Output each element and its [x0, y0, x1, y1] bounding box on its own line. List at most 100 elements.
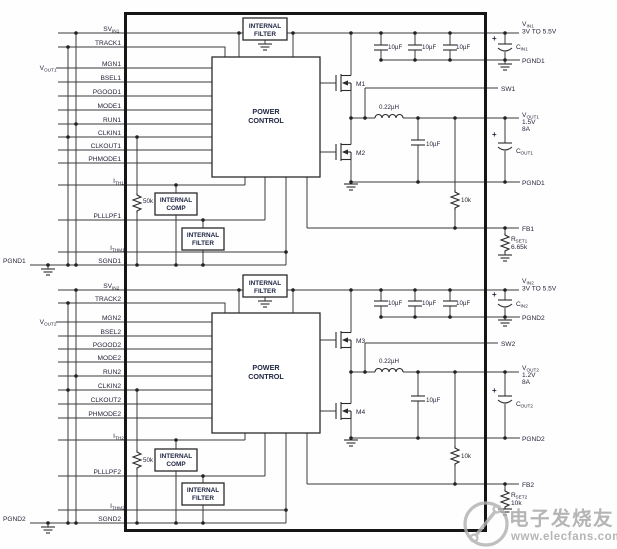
- cap-value: 10µF: [388, 300, 402, 307]
- vin2-range: 3V TO 5.5V: [522, 286, 557, 293]
- vout2-label: V: [522, 365, 527, 372]
- ground-symbol: [257, 43, 273, 51]
- junction-dot: [416, 116, 420, 120]
- pin-label: PGOOD2: [93, 342, 122, 349]
- junction-dot: [349, 370, 353, 374]
- input-cap: [407, 300, 423, 307]
- pin-label: SV: [103, 26, 112, 33]
- block-label: FILTER: [192, 495, 214, 502]
- block-label: FILTER: [254, 288, 276, 295]
- internal-filter-block-top2: INTERNAL FILTER: [242, 274, 288, 298]
- pin-label: CLKOUT2: [91, 397, 122, 404]
- watermark-logo-icon: [492, 504, 502, 514]
- junction-dot: [174, 438, 178, 442]
- input-cap: [407, 44, 423, 51]
- junction-dot: [503, 370, 507, 374]
- junction-dot: [284, 508, 288, 512]
- pgnd1-in-label: PGND1: [522, 58, 545, 65]
- pgnd2-label: PGND2: [3, 516, 26, 523]
- inductor-l2: [374, 367, 404, 373]
- mosfet-m3: [335, 330, 352, 350]
- mosfet-m2: [335, 142, 352, 162]
- junction-dot: [174, 263, 178, 267]
- resistor-value: 10k: [461, 197, 472, 204]
- inductor-value: 0.22µH: [379, 104, 399, 111]
- cap-value: 10µF: [422, 300, 436, 307]
- feedback-10k-resistor: [450, 189, 460, 211]
- cap-value: 10µF: [426, 141, 440, 148]
- vout1-label-sub: OUT1: [527, 115, 540, 120]
- junction-dot: [201, 218, 205, 222]
- input-cap: [442, 44, 458, 51]
- junction-dot: [174, 521, 178, 525]
- junction-dots-ch2: [46, 288, 507, 525]
- junction-dot: [135, 263, 139, 267]
- junction-dot: [74, 122, 78, 126]
- watermark-logo-icon: [463, 501, 509, 547]
- block-label: POWER: [252, 363, 280, 372]
- cap-value: 10µF: [388, 44, 402, 51]
- polarity-plus: +: [492, 290, 497, 299]
- vout1-current: 8A: [522, 126, 531, 133]
- junction-dot: [379, 288, 383, 292]
- pin-label: CLKIN2: [98, 383, 121, 390]
- junction-dot: [349, 436, 353, 440]
- block-label: CONTROL: [248, 116, 284, 125]
- channel-1-wires: [30, 32, 520, 269]
- mosfet-label: M1: [356, 81, 365, 88]
- pin-label: I: [113, 178, 115, 185]
- cap-value: 10µF: [456, 300, 470, 307]
- cout2-label-sub: OUT2: [521, 404, 534, 409]
- rset2-label-sub: SET2: [516, 495, 528, 500]
- junction-dot: [74, 288, 78, 292]
- fb2-label: FB2: [522, 482, 534, 489]
- junction-dot: [503, 31, 507, 35]
- cap-value: 10µF: [426, 397, 440, 404]
- resistor-value: 10k: [461, 453, 472, 460]
- channel-1: [30, 31, 520, 276]
- output-cap: [410, 139, 426, 146]
- junction-dot: [503, 288, 507, 292]
- cin2-cap: [497, 299, 513, 308]
- junction-dot: [453, 482, 457, 486]
- vout1-label: V: [522, 112, 527, 119]
- junction-dot: [46, 263, 50, 267]
- cap-value: 10µF: [456, 44, 470, 51]
- junction-dot: [237, 31, 241, 35]
- internal-comp-block-1: INTERNAL COMP: [154, 192, 198, 216]
- channel-1-labels: SV IN1 TRACK1 MGN1 BSEL1 PGOOD1 MODE1 RU…: [3, 21, 557, 265]
- channel-2: [30, 288, 520, 534]
- junction-dot: [66, 521, 70, 525]
- junction-dot: [291, 31, 295, 35]
- polarity-plus: +: [492, 386, 497, 395]
- ground-symbol: [497, 63, 513, 71]
- ground-symbol: [497, 319, 513, 327]
- block-label: INTERNAL: [187, 232, 219, 239]
- pin-label: I: [110, 245, 112, 252]
- vin1-range: 3V TO 5.5V: [522, 29, 557, 36]
- internal-comp-block-2: INTERNAL COMP: [154, 448, 198, 472]
- ground-symbol: [497, 254, 513, 262]
- cout1-label-sub: OUT1: [521, 151, 534, 156]
- pin-label: BSEL1: [100, 75, 121, 82]
- watermark-brand: 电子发烧友: [509, 507, 614, 530]
- pin-label: CLKIN1: [98, 130, 121, 137]
- junction-dot: [74, 521, 78, 525]
- rset1-label-sub: SET1: [516, 239, 528, 244]
- internal-filter-block-mid1: INTERNAL FILTER: [181, 227, 225, 251]
- junction-dot: [453, 226, 457, 230]
- junction-dot: [413, 31, 417, 35]
- vout2-voltage: 1.2V: [522, 372, 536, 379]
- vin1-label: V: [522, 21, 527, 28]
- internal-filter-block-mid2: INTERNAL FILTER: [181, 482, 225, 506]
- internal-filter-block-top1: INTERNAL FILTER: [242, 17, 288, 41]
- ground-symbol: [40, 526, 56, 534]
- junction-dot: [135, 521, 139, 525]
- block-label: INTERNAL: [160, 197, 192, 204]
- junction-dot: [363, 370, 367, 374]
- output-cap: [410, 395, 426, 402]
- input-cap: [373, 44, 389, 51]
- block-label: INTERNAL: [249, 280, 281, 287]
- junction-dot: [66, 45, 70, 49]
- junction-dot: [448, 315, 452, 319]
